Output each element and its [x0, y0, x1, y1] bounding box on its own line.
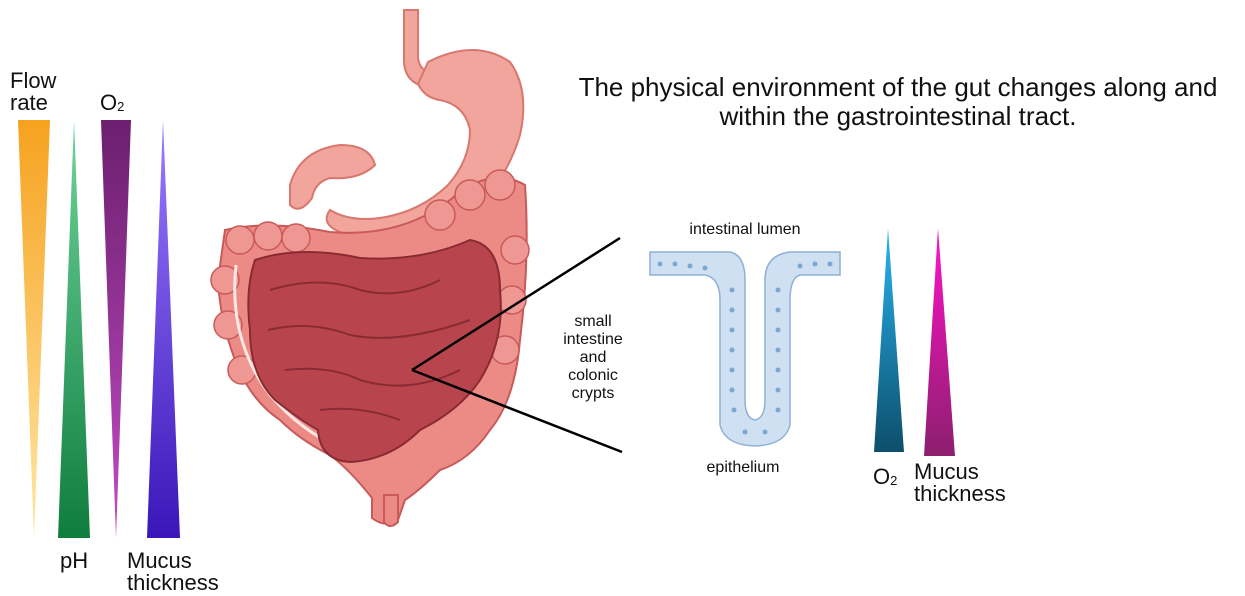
crypt-illustration [650, 252, 840, 446]
mucus-gradient-right [924, 228, 955, 456]
mucus-thickness-label-left: Mucus thickness [127, 550, 219, 594]
epithelium-label: epithelium [683, 459, 803, 477]
ph-label: pH [60, 550, 88, 572]
o2-label-left: O2 [100, 92, 124, 118]
flow-rate-label: Flow rate [10, 70, 56, 114]
o2-label-right: O2 [873, 466, 897, 492]
flow-rate-gradient [18, 120, 50, 538]
o2-gradient-left [101, 120, 131, 538]
diagram-title: The physical environment of the gut chan… [568, 73, 1228, 131]
mucus-gradient-left [147, 120, 180, 538]
ph-gradient [58, 120, 90, 538]
mucus-thickness-label-right: Mucus thickness [914, 461, 1006, 505]
o2-gradient-right [874, 228, 904, 452]
crypt-pointer-label: small intestine and colonic crypts [548, 313, 638, 403]
intestinal-lumen-label: intestinal lumen [655, 221, 835, 239]
